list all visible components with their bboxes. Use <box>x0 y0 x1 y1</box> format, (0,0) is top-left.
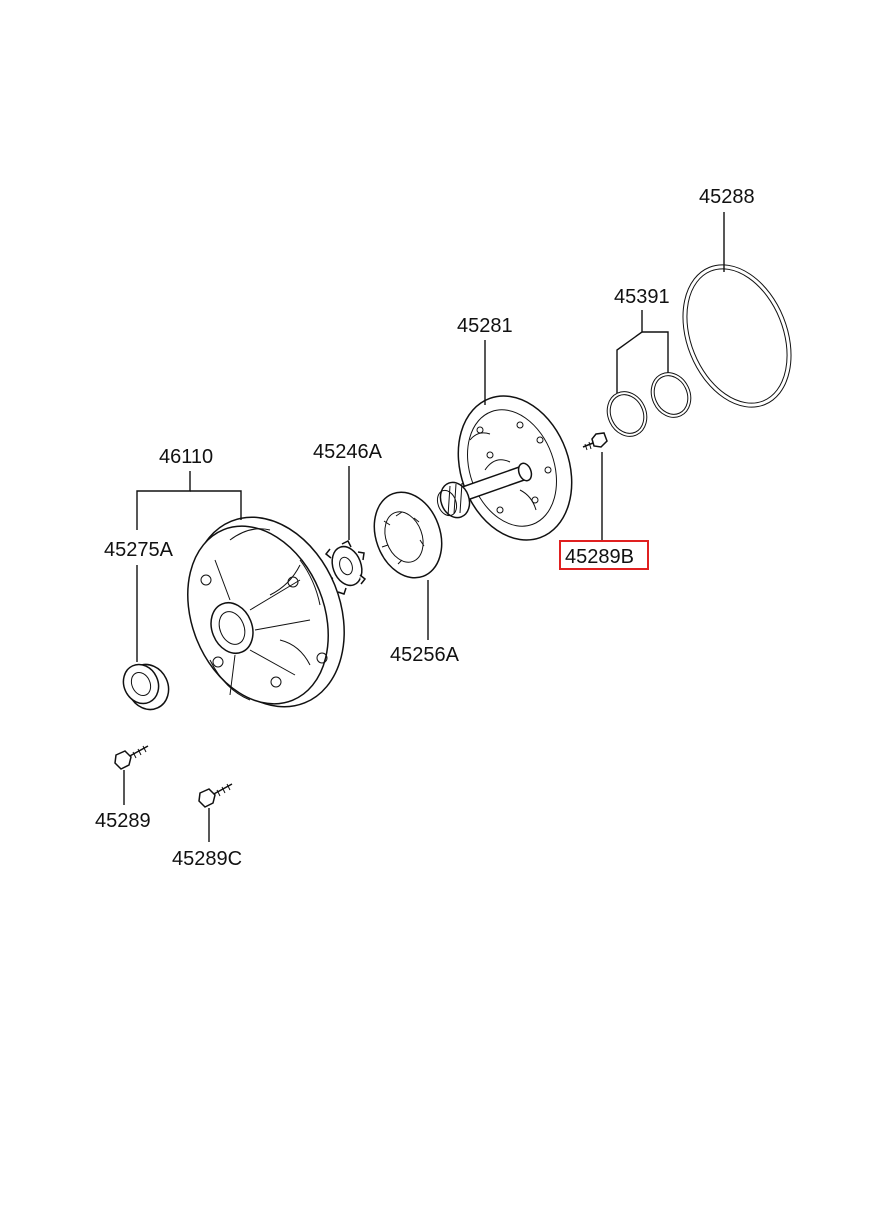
bolt-45289C[interactable] <box>198 783 233 808</box>
part-label-45275A[interactable]: 45275A <box>104 539 174 561</box>
part-label-45288[interactable]: 45288 <box>699 186 755 208</box>
part-label-45289B[interactable]: 45289B <box>565 546 634 568</box>
part-label-45391[interactable]: 45391 <box>614 286 670 308</box>
part-label-45256A[interactable]: 45256A <box>390 644 460 666</box>
oil-pump-body-46110[interactable] <box>162 494 371 730</box>
part-label-45289[interactable]: 45289 <box>95 810 151 832</box>
o-rings-45391[interactable] <box>600 366 698 443</box>
leader-46110-branch <box>190 490 242 520</box>
driven-gear-45256A[interactable] <box>363 483 453 588</box>
leader-45391-branch <box>642 331 669 373</box>
pump-stator-45281[interactable] <box>434 380 591 556</box>
part-label-45281[interactable]: 45281 <box>457 315 513 337</box>
bolt-45289B[interactable] <box>582 432 608 451</box>
leader-45391 <box>616 310 643 393</box>
o-ring-45288[interactable] <box>663 249 811 424</box>
oil-seal-45275A[interactable] <box>117 658 176 717</box>
part-label-45246A[interactable]: 45246A <box>313 441 383 463</box>
bolt-45289[interactable] <box>114 745 149 770</box>
highlight-box-45289B <box>559 540 649 570</box>
part-label-45289C[interactable]: 45289C <box>172 848 242 870</box>
part-label-46110[interactable]: 46110 <box>159 446 213 468</box>
drive-gear-45246A[interactable] <box>324 539 367 595</box>
leader-46110 <box>136 471 191 530</box>
